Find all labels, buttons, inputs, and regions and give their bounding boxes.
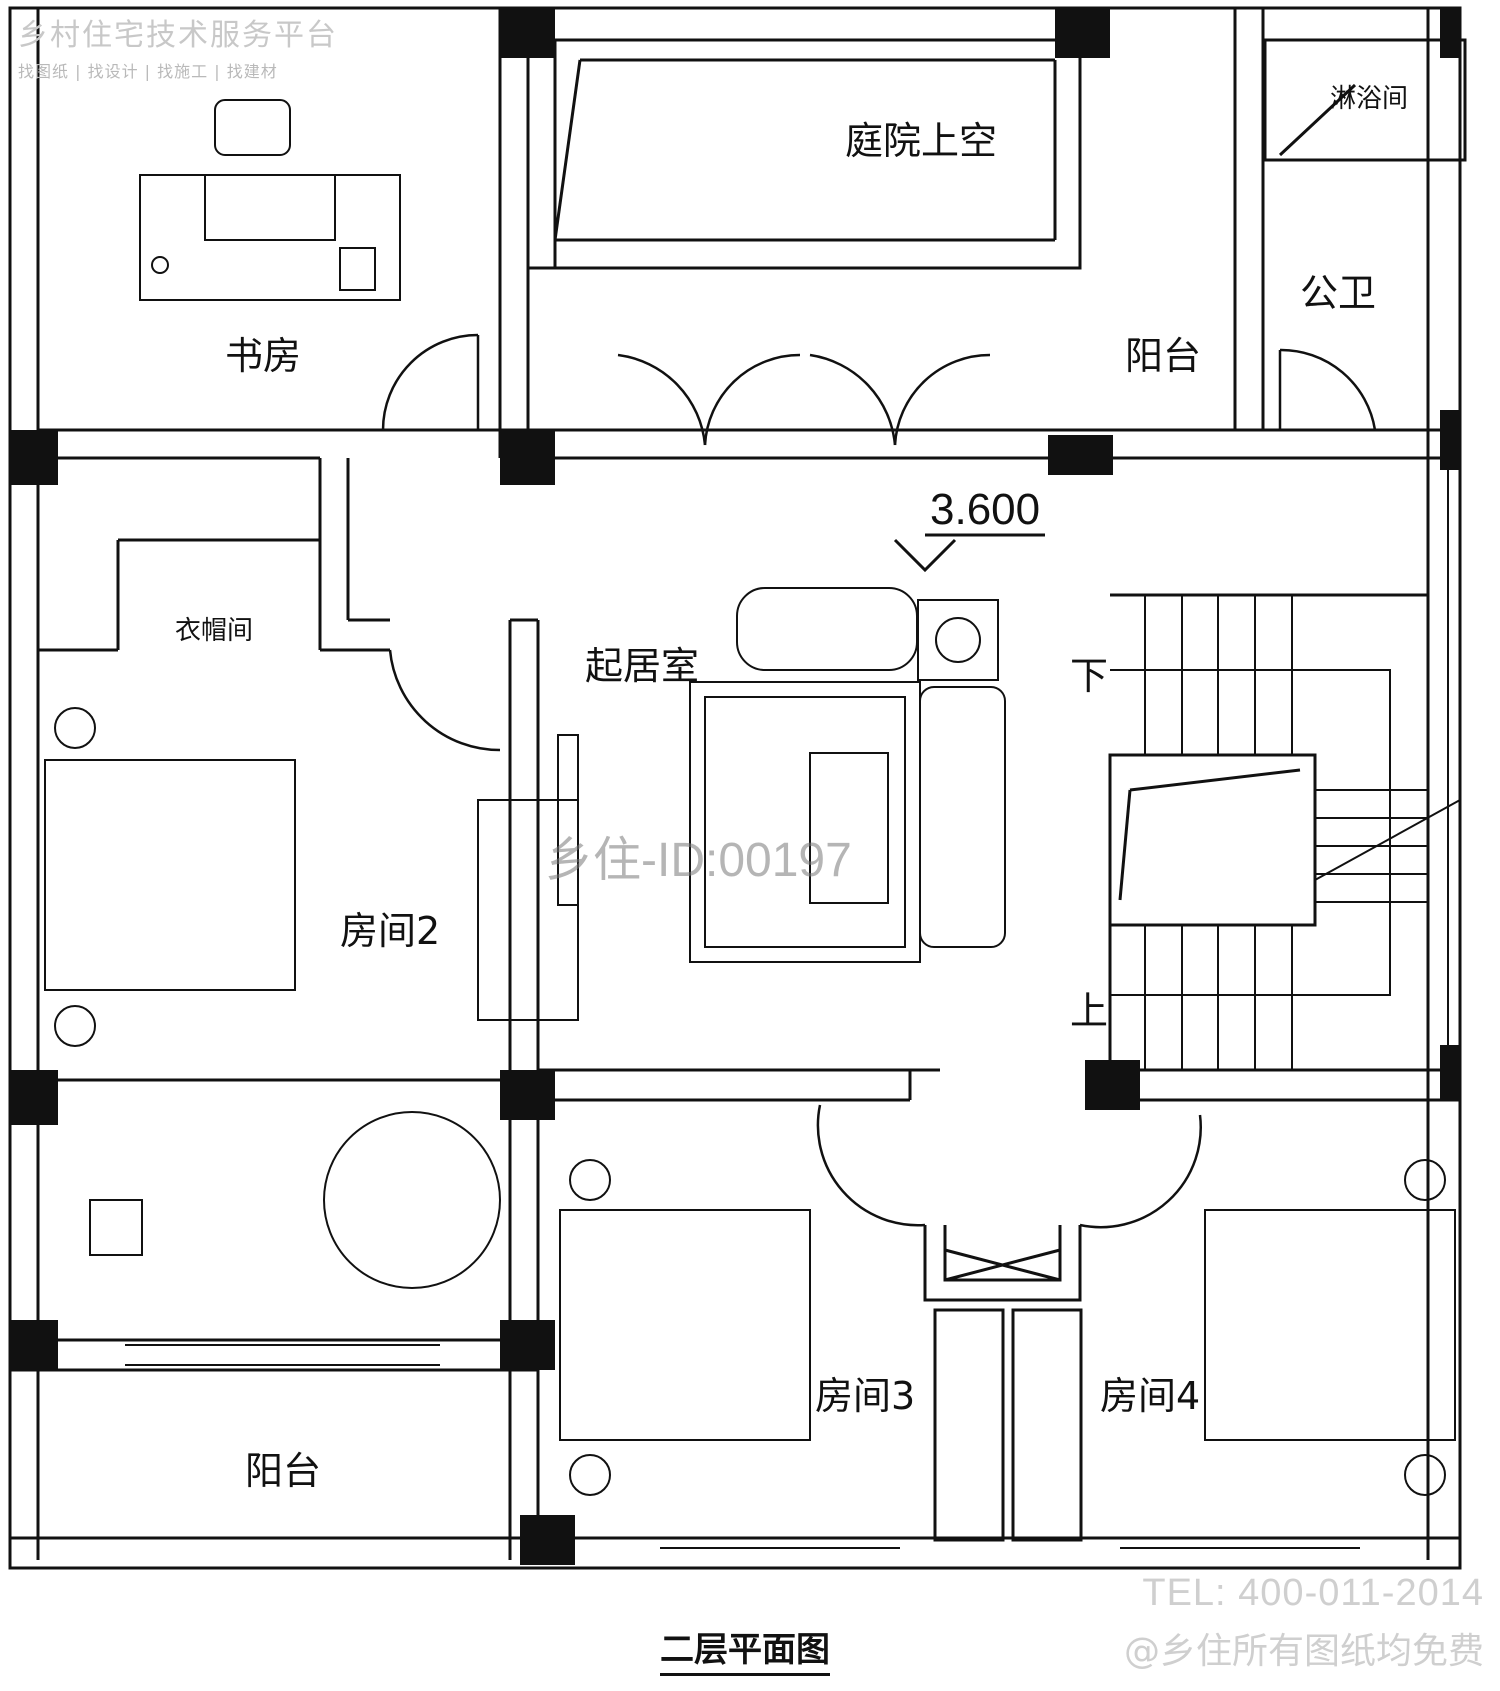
balcony-top-label: 阳台: [1125, 334, 1202, 378]
tel-watermark: TEL: 400-011-2014: [1142, 1572, 1484, 1614]
elevation-label: 3.600: [930, 485, 1041, 534]
door-swings: [381, 333, 1377, 1229]
living-furniture: [477, 587, 1006, 1021]
study-furniture: [139, 99, 401, 301]
columns: [10, 8, 1460, 1565]
study-label: 书房: [225, 334, 302, 378]
public-wc-label: 公卫: [1300, 271, 1377, 315]
stair-down-label: 下: [1070, 654, 1109, 698]
room2-label: 房间2: [340, 909, 441, 953]
living-room-label: 起居室: [585, 644, 700, 688]
balcony-bottom-label: 阳台: [245, 1449, 322, 1493]
beds: [44, 707, 1456, 1496]
room3-label: 房间3: [815, 1374, 916, 1418]
walls: [8, 6, 1467, 1570]
platform-name: 乡村住宅技术服务平台: [18, 18, 338, 53]
courtyard-void-label: 庭院上空: [845, 119, 998, 163]
drawing-title: 二层平面图: [660, 1622, 830, 1676]
room4-label: 房间4: [1100, 1374, 1201, 1418]
platform-services: 找图纸 | 找设计 | 找施工 | 找建材: [18, 62, 278, 81]
platform-watermark: 乡村住宅技术服务平台 找图纸 | 找设计 | 找施工 | 找建材: [18, 10, 338, 82]
stair-treads: [1110, 595, 1461, 1070]
free-drawings-note: @乡住所有图纸均免费: [1123, 1631, 1484, 1672]
id-watermark: 乡住-ID:00197: [545, 834, 852, 887]
elevation-marker: [893, 533, 1045, 573]
stair-up-label: 上: [1070, 989, 1109, 1033]
window-lines: [125, 470, 1449, 1549]
shower-room-label: 淋浴间: [1330, 84, 1409, 114]
cloakroom-label: 衣帽间: [175, 616, 254, 646]
